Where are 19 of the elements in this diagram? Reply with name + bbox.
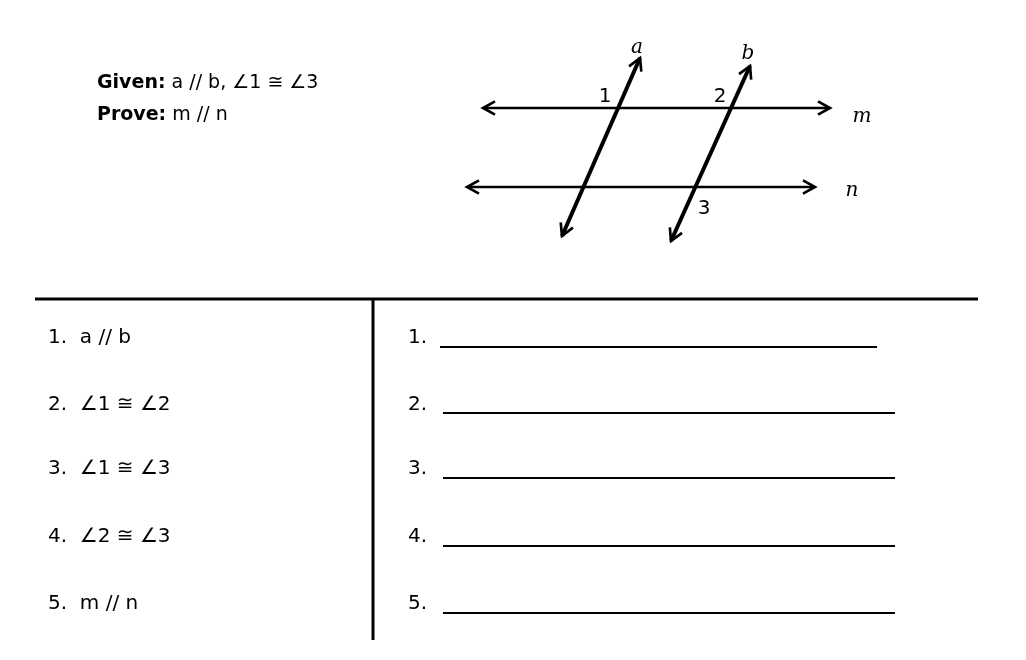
prove-statement: Prove: m // n	[97, 101, 228, 125]
statement-text: 1. a // b	[48, 324, 131, 348]
given-statement: Given: a // b, ∠1 ≅ ∠3	[97, 69, 319, 93]
statement-text: 2. ∠1 ≅ ∠2	[48, 391, 171, 415]
line-name: m	[852, 103, 872, 127]
angle-number: 2	[713, 83, 727, 107]
angle-number: 1	[598, 83, 612, 107]
angle-number: 3	[697, 195, 711, 219]
statement-text: 3. ∠1 ≅ ∠3	[48, 455, 171, 479]
line-name: b	[741, 40, 755, 64]
statement-text: 5. m // n	[48, 590, 139, 614]
line-name: n	[845, 177, 859, 201]
step-number: 2.	[408, 391, 428, 415]
step-number: 4.	[408, 523, 428, 547]
line-name: a	[631, 34, 643, 58]
step-number: 5.	[408, 590, 428, 614]
statement-text: 4. ∠2 ≅ ∠3	[48, 523, 171, 547]
step-number: 1.	[408, 324, 428, 348]
step-number: 3.	[408, 455, 428, 479]
